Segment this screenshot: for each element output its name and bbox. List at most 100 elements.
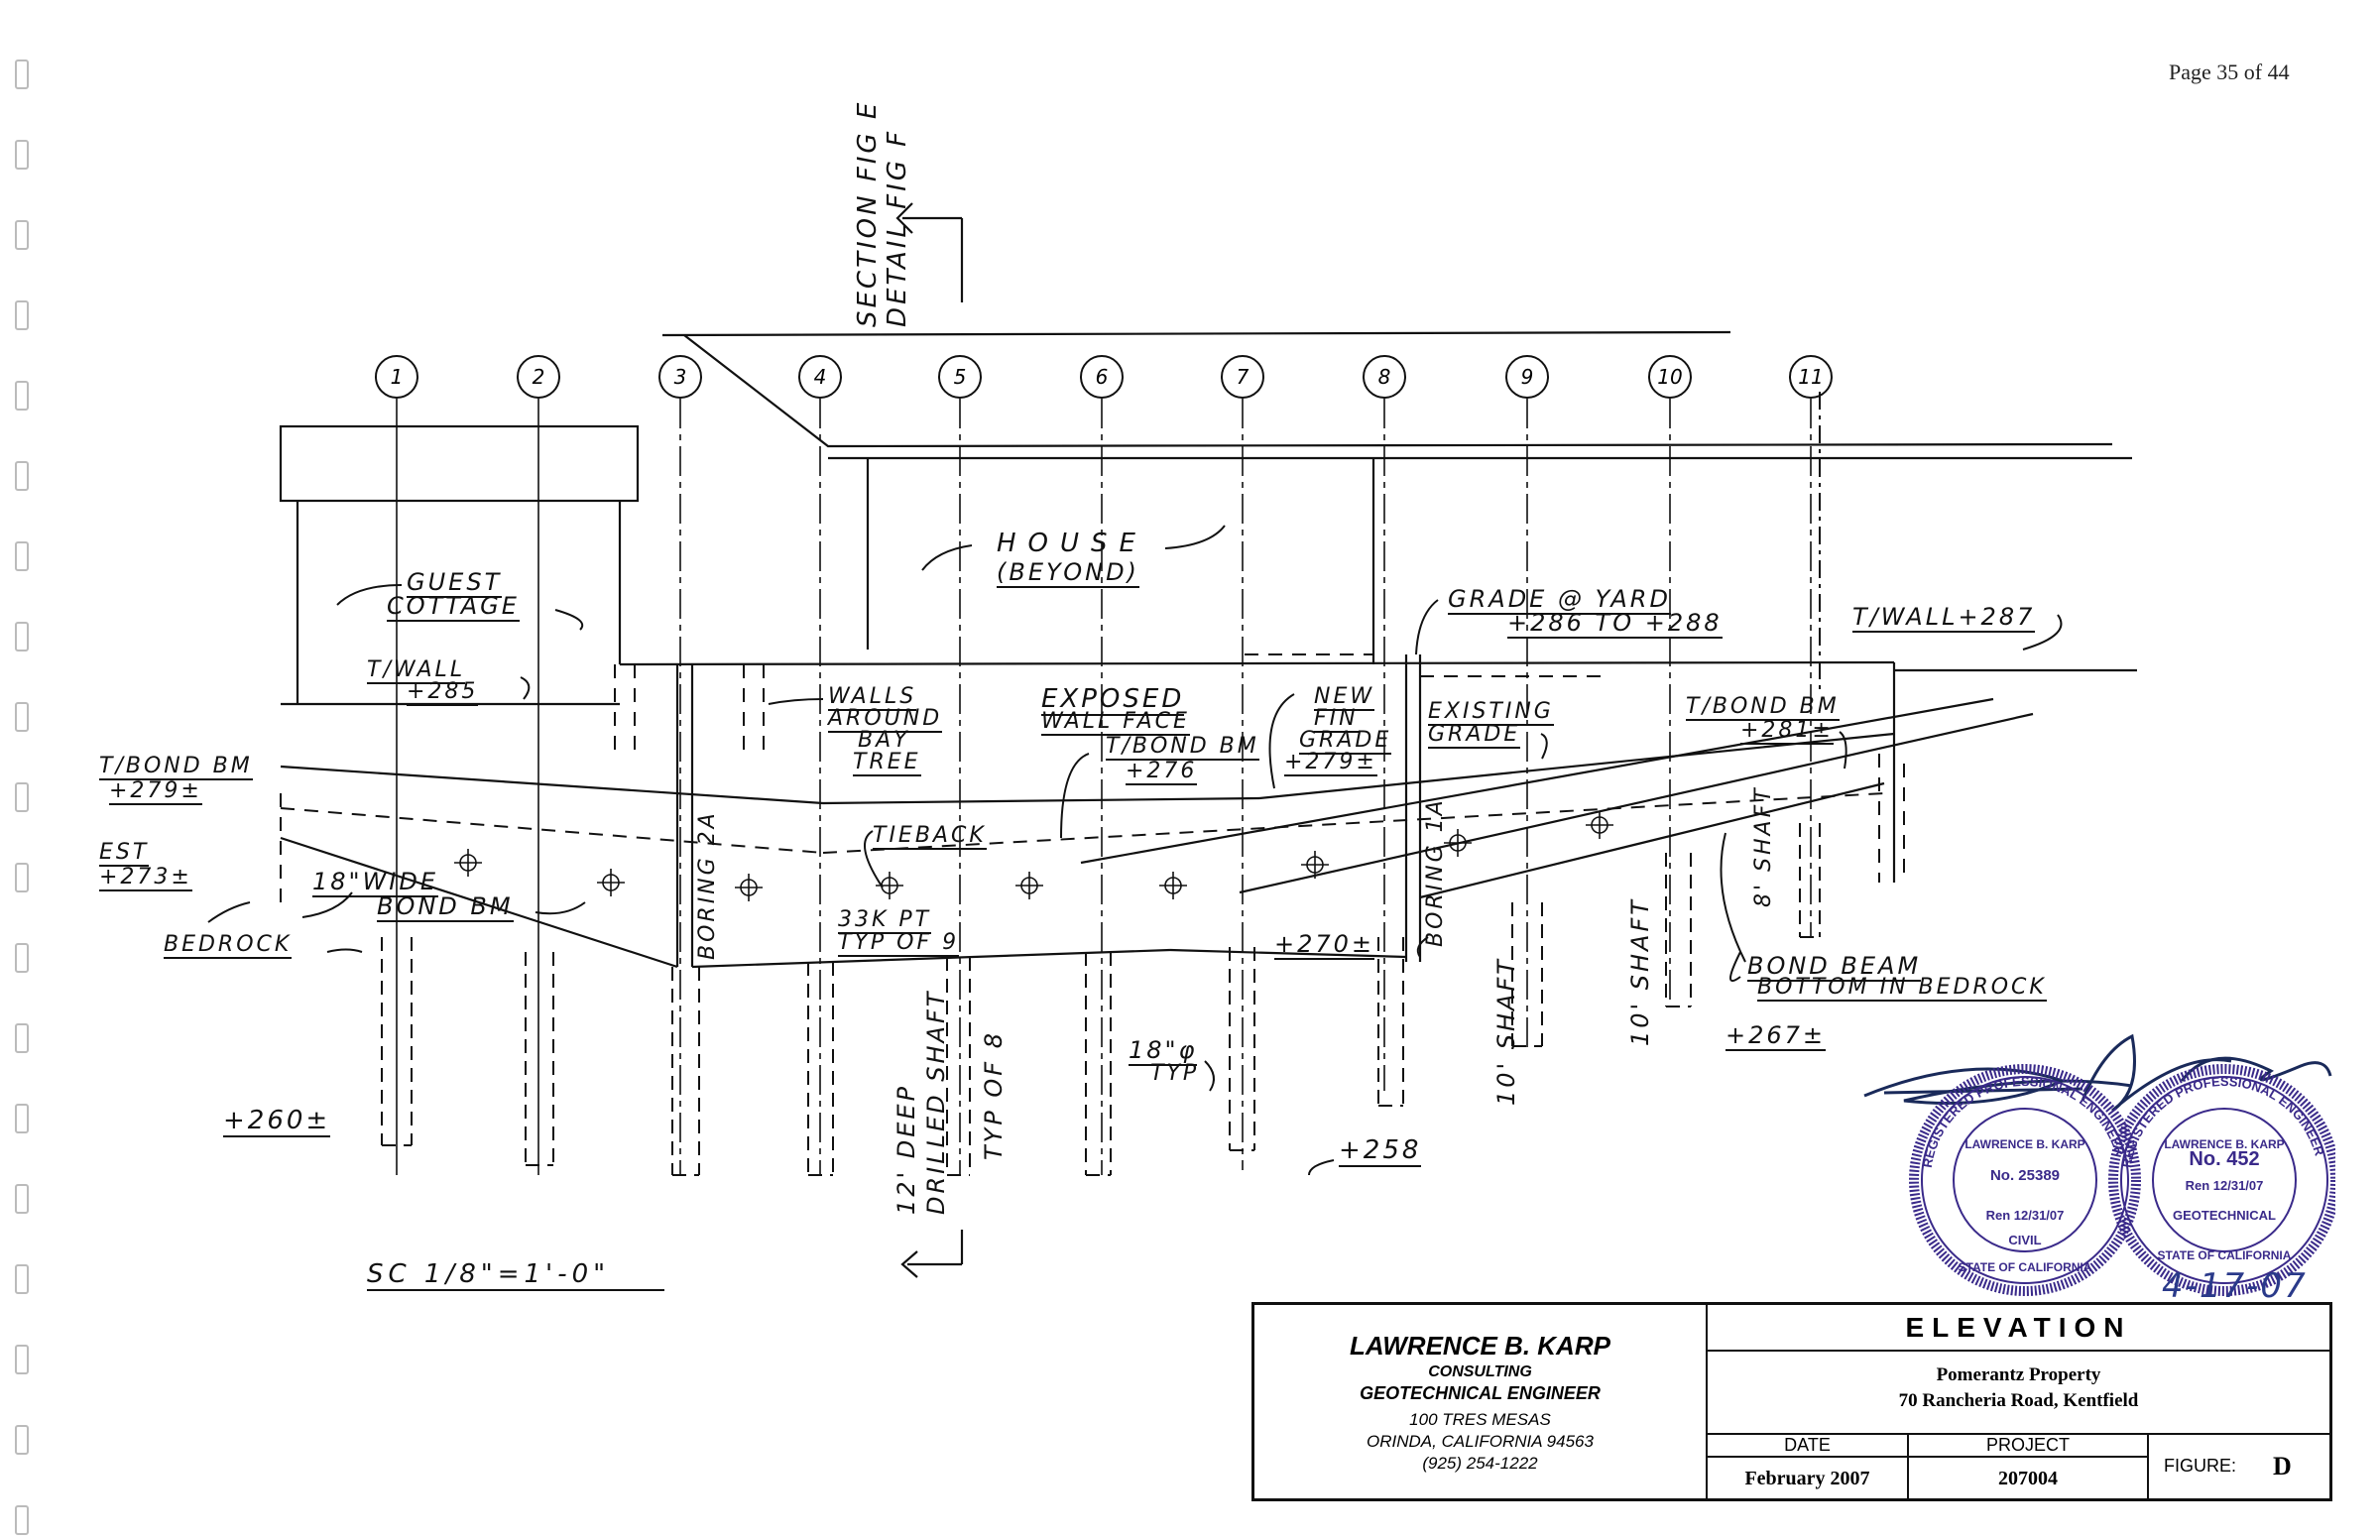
binding-hole (15, 381, 29, 411)
project-label: PROJECT (1909, 1433, 2149, 1458)
label-typ-of-8: TYP OF 8 (980, 1029, 1008, 1160)
gridline-bubble: 4 (798, 355, 842, 399)
svg-text:REGISTERED PROFESSIONAL ENGINE: REGISTERED PROFESSIONAL ENGINEER (1920, 1074, 2128, 1169)
label-existing-b: GRADE (1428, 722, 1521, 749)
gridline-number: 8 (1377, 365, 1391, 389)
binding-hole (15, 1184, 29, 1214)
gridline-number: 6 (1095, 365, 1109, 389)
label-tbond-279-b: +279± (109, 778, 202, 805)
label-el-267: +267± (1726, 1021, 1827, 1051)
label-wide-a: 18"WIDE (312, 868, 439, 897)
svg-text:LAWRENCE B. KARP: LAWRENCE B. KARP (1964, 1137, 2084, 1151)
label-pt-b: TYP OF 9 (838, 930, 960, 957)
svg-text:LAWRENCE B. KARP: LAWRENCE B. KARP (2164, 1137, 2284, 1151)
label-wide-b: BOND BM (377, 892, 514, 922)
label-guest: GUEST (407, 568, 503, 598)
label-walls-b: AROUND (828, 706, 943, 733)
gridline-number: 10 (1657, 365, 1683, 389)
label-new-d: +279± (1284, 750, 1377, 776)
label-cottage: COTTAGE (387, 592, 520, 622)
label-tieback: TIEBACK (873, 823, 987, 850)
binding-hole (15, 1505, 29, 1535)
gridline-number: 4 (813, 365, 827, 389)
date-label: DATE (1708, 1433, 1909, 1458)
gridline-number: 5 (953, 365, 967, 389)
svg-text:STATE OF CALIFORNIA: STATE OF CALIFORNIA (1959, 1260, 2092, 1274)
binding-hole (15, 461, 29, 491)
label-pt-a: 33K PT (838, 907, 932, 934)
gridline-number: 11 (1798, 365, 1824, 389)
section-marker-line1: SECTION FIG E (853, 99, 883, 327)
binding-hole (15, 622, 29, 652)
binding-hole (15, 863, 29, 892)
civil-seal-icon: REGISTERED PROFESSIONAL ENGINEER LAWRENC… (1909, 1064, 2141, 1296)
gridline-bubble: 3 (658, 355, 702, 399)
label-el-270: +270± (1274, 930, 1375, 960)
label-shaft-10a: 10' SHAFT (1492, 957, 1520, 1106)
gridline-number: 7 (1236, 365, 1250, 389)
label-existing-a: EXISTING (1428, 699, 1554, 726)
binding-hole (15, 1345, 29, 1374)
firm-phone: (925) 254-1222 (1422, 1454, 1538, 1473)
label-dia-b: TYP (1150, 1061, 1200, 1086)
binding-hole (15, 1023, 29, 1053)
gridline-number: 2 (532, 365, 545, 389)
label-twall-285-b: +285 (407, 679, 479, 706)
label-tbond-276-b: +276 (1126, 759, 1198, 785)
firm-info: LAWRENCE B. KARP CONSULTING GEOTECHNICAL… (1254, 1305, 1708, 1498)
label-grade-yard-a: GRADE @ YARD (1448, 585, 1671, 615)
label-bond-beam-b: BOTTOM IN BEDROCK (1757, 975, 2047, 1002)
firm-line2: CONSULTING (1428, 1363, 1532, 1380)
binding-hole (15, 140, 29, 170)
label-est-b: +273± (99, 865, 192, 891)
project-address: 70 Rancheria Road, Kentfield (1898, 1390, 2139, 1411)
label-dia-a: 18"φ (1129, 1036, 1198, 1066)
label-boring-2a: BORING 2A (695, 810, 720, 960)
project-value: 207004 (1909, 1458, 2149, 1499)
gridline-number: 3 (673, 365, 687, 389)
firm-address1: 100 TRES MESAS (1409, 1410, 1551, 1429)
firm-name: LAWRENCE B. KARP (1350, 1331, 1610, 1361)
label-shaft-10b: 10' SHAFT (1626, 897, 1654, 1046)
label-new-b: FIN (1314, 706, 1359, 733)
gridline-bubble: 9 (1505, 355, 1549, 399)
date-value: February 2007 (1708, 1458, 1909, 1499)
figure-label: FIGURE: (2164, 1456, 2237, 1476)
page-number: Page 35 of 44 (2169, 59, 2290, 84)
gridline-number: 9 (1520, 365, 1534, 389)
firm-address2: ORINDA, CALIFORNIA 94563 (1367, 1432, 1594, 1451)
binding-hole (15, 1264, 29, 1294)
svg-text:No. 452: No. 452 (2189, 1148, 2259, 1170)
project-info: ELEVATION Pomerantz Property 70 Rancheri… (1708, 1305, 2329, 1499)
label-grade-yard-b: +286 TO +288 (1507, 609, 1723, 639)
label-tbond-281-b: +281± (1740, 718, 1834, 745)
label-el-260: +260± (223, 1106, 331, 1137)
binding-hole (15, 220, 29, 250)
svg-text:GEOTECHNICAL: GEOTECHNICAL (2173, 1208, 2276, 1223)
label-el-258: +258 (1339, 1135, 1422, 1167)
gridline-bubble: 8 (1363, 355, 1406, 399)
label-walls-d: TREE (853, 750, 921, 776)
binding-hole (15, 1104, 29, 1133)
binding-hole (15, 300, 29, 330)
project-name: Pomerantz Property (1936, 1364, 2101, 1385)
figure-value: D (2273, 1452, 2292, 1481)
geotechnical-seal-icon: REGISTERED PROFESSIONAL ENGINEER LAWRENC… (2108, 1064, 2335, 1296)
binding-hole (15, 702, 29, 732)
label-twall-285-a: T/WALL (367, 657, 466, 684)
label-shaft-8: 8' SHAFT (1751, 785, 1776, 907)
label-bond-beam-a: BOND BEAM (1747, 952, 1922, 982)
label-deep-a: 12' DEEP (892, 1083, 920, 1215)
binding-hole (15, 1425, 29, 1455)
label-tbond-279-a: T/BOND BM (99, 754, 253, 780)
binding-hole (15, 943, 29, 973)
label-new-a: NEW (1314, 684, 1375, 711)
engineer-stamps: REGISTERED PROFESSIONAL ENGINEER LAWRENC… (1909, 1064, 2335, 1296)
binding-hole (15, 59, 29, 89)
label-walls-c: BAY (858, 728, 910, 753)
gridline-number: 1 (390, 365, 404, 389)
label-tbond-276-a: T/BOND BM (1106, 734, 1259, 761)
label-walls-a: WALLS (828, 684, 917, 711)
